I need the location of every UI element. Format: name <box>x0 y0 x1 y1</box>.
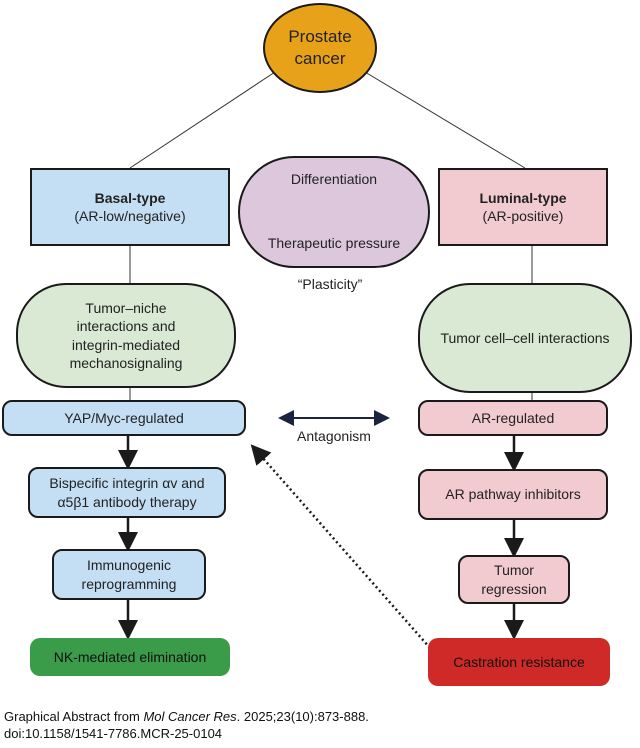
tumor-niche-label: Tumor–niche interactions and integrin-me… <box>69 300 183 371</box>
ar-regulated-box: AR-regulated <box>418 400 608 436</box>
castration-resistance-label: Castration resistance <box>453 653 585 670</box>
tumor-niche-box: Tumor–niche interactions and integrin-me… <box>16 283 236 388</box>
nk-elimination-label: NK-mediated elimination <box>53 648 207 665</box>
caption-suffix: . 2025;23(10):873-888. <box>236 709 369 724</box>
bispecific-therapy-label: Bispecific integrin αv and α5β1 antibody… <box>49 475 205 510</box>
dotted-arrow-castration-yap <box>250 444 431 649</box>
tumor-regression-box: Tumor regression <box>458 555 570 604</box>
castration-resistance-box: Castration resistance <box>428 638 610 686</box>
line-root-basal <box>129 71 276 169</box>
differentiation-label: Differentiation <box>290 171 378 187</box>
immunogenic-reprogramming-box: Immunogenic reprogramming <box>52 549 206 600</box>
immunogenic-reprogramming-label: Immunogenic reprogramming <box>81 557 177 592</box>
doi-line: doi:10.1158/1541-7786.MCR-25-0104 <box>4 726 223 741</box>
luminal-subtitle: (AR-positive) <box>482 208 564 224</box>
ar-pathway-inhibitors-box: AR pathway inhibitors <box>418 469 608 520</box>
therapeutic-pressure-label: Therapeutic pressure <box>267 234 401 251</box>
plasticity-pill: Differentiation Therapeutic pressure <box>238 156 430 268</box>
nk-elimination-box: NK-mediated elimination <box>30 638 230 676</box>
luminal-title: Luminal-type <box>479 189 567 206</box>
plasticity-label: “Plasticity” <box>297 276 363 292</box>
luminal-type-box: Luminal-type (AR-positive) <box>438 168 608 246</box>
basal-subtitle: (AR-low/negative) <box>74 208 186 224</box>
caption-journal: Mol Cancer Res <box>143 709 237 724</box>
tumor-cell-interactions-label: Tumor cell–cell interactions <box>440 329 610 346</box>
caption: Graphical Abstract from Mol Cancer Res. … <box>4 708 369 742</box>
prostate-cancer-label: Prostate cancer <box>288 26 352 68</box>
citation-line: Graphical Abstract from Mol Cancer Res. … <box>4 708 369 725</box>
basal-type-box: Basal-type (AR-low/negative) <box>30 168 230 246</box>
prostate-cancer-node: Prostate cancer <box>263 3 377 93</box>
tumor-cell-interactions-box: Tumor cell–cell interactions <box>418 283 632 393</box>
ar-regulated-label: AR-regulated <box>471 409 555 426</box>
yap-myc-box: YAP/Myc-regulated <box>2 400 246 436</box>
ar-pathway-inhibitors-label: AR pathway inhibitors <box>445 486 581 503</box>
bispecific-therapy-box: Bispecific integrin αv and α5β1 antibody… <box>28 467 226 518</box>
basal-title: Basal-type <box>94 189 166 206</box>
antagonism-label: Antagonism <box>297 428 371 444</box>
line-root-luminal <box>364 71 526 169</box>
yap-myc-label: YAP/Myc-regulated <box>64 409 184 426</box>
caption-prefix: Graphical Abstract from <box>4 709 144 724</box>
tumor-regression-label: Tumor regression <box>481 562 547 597</box>
